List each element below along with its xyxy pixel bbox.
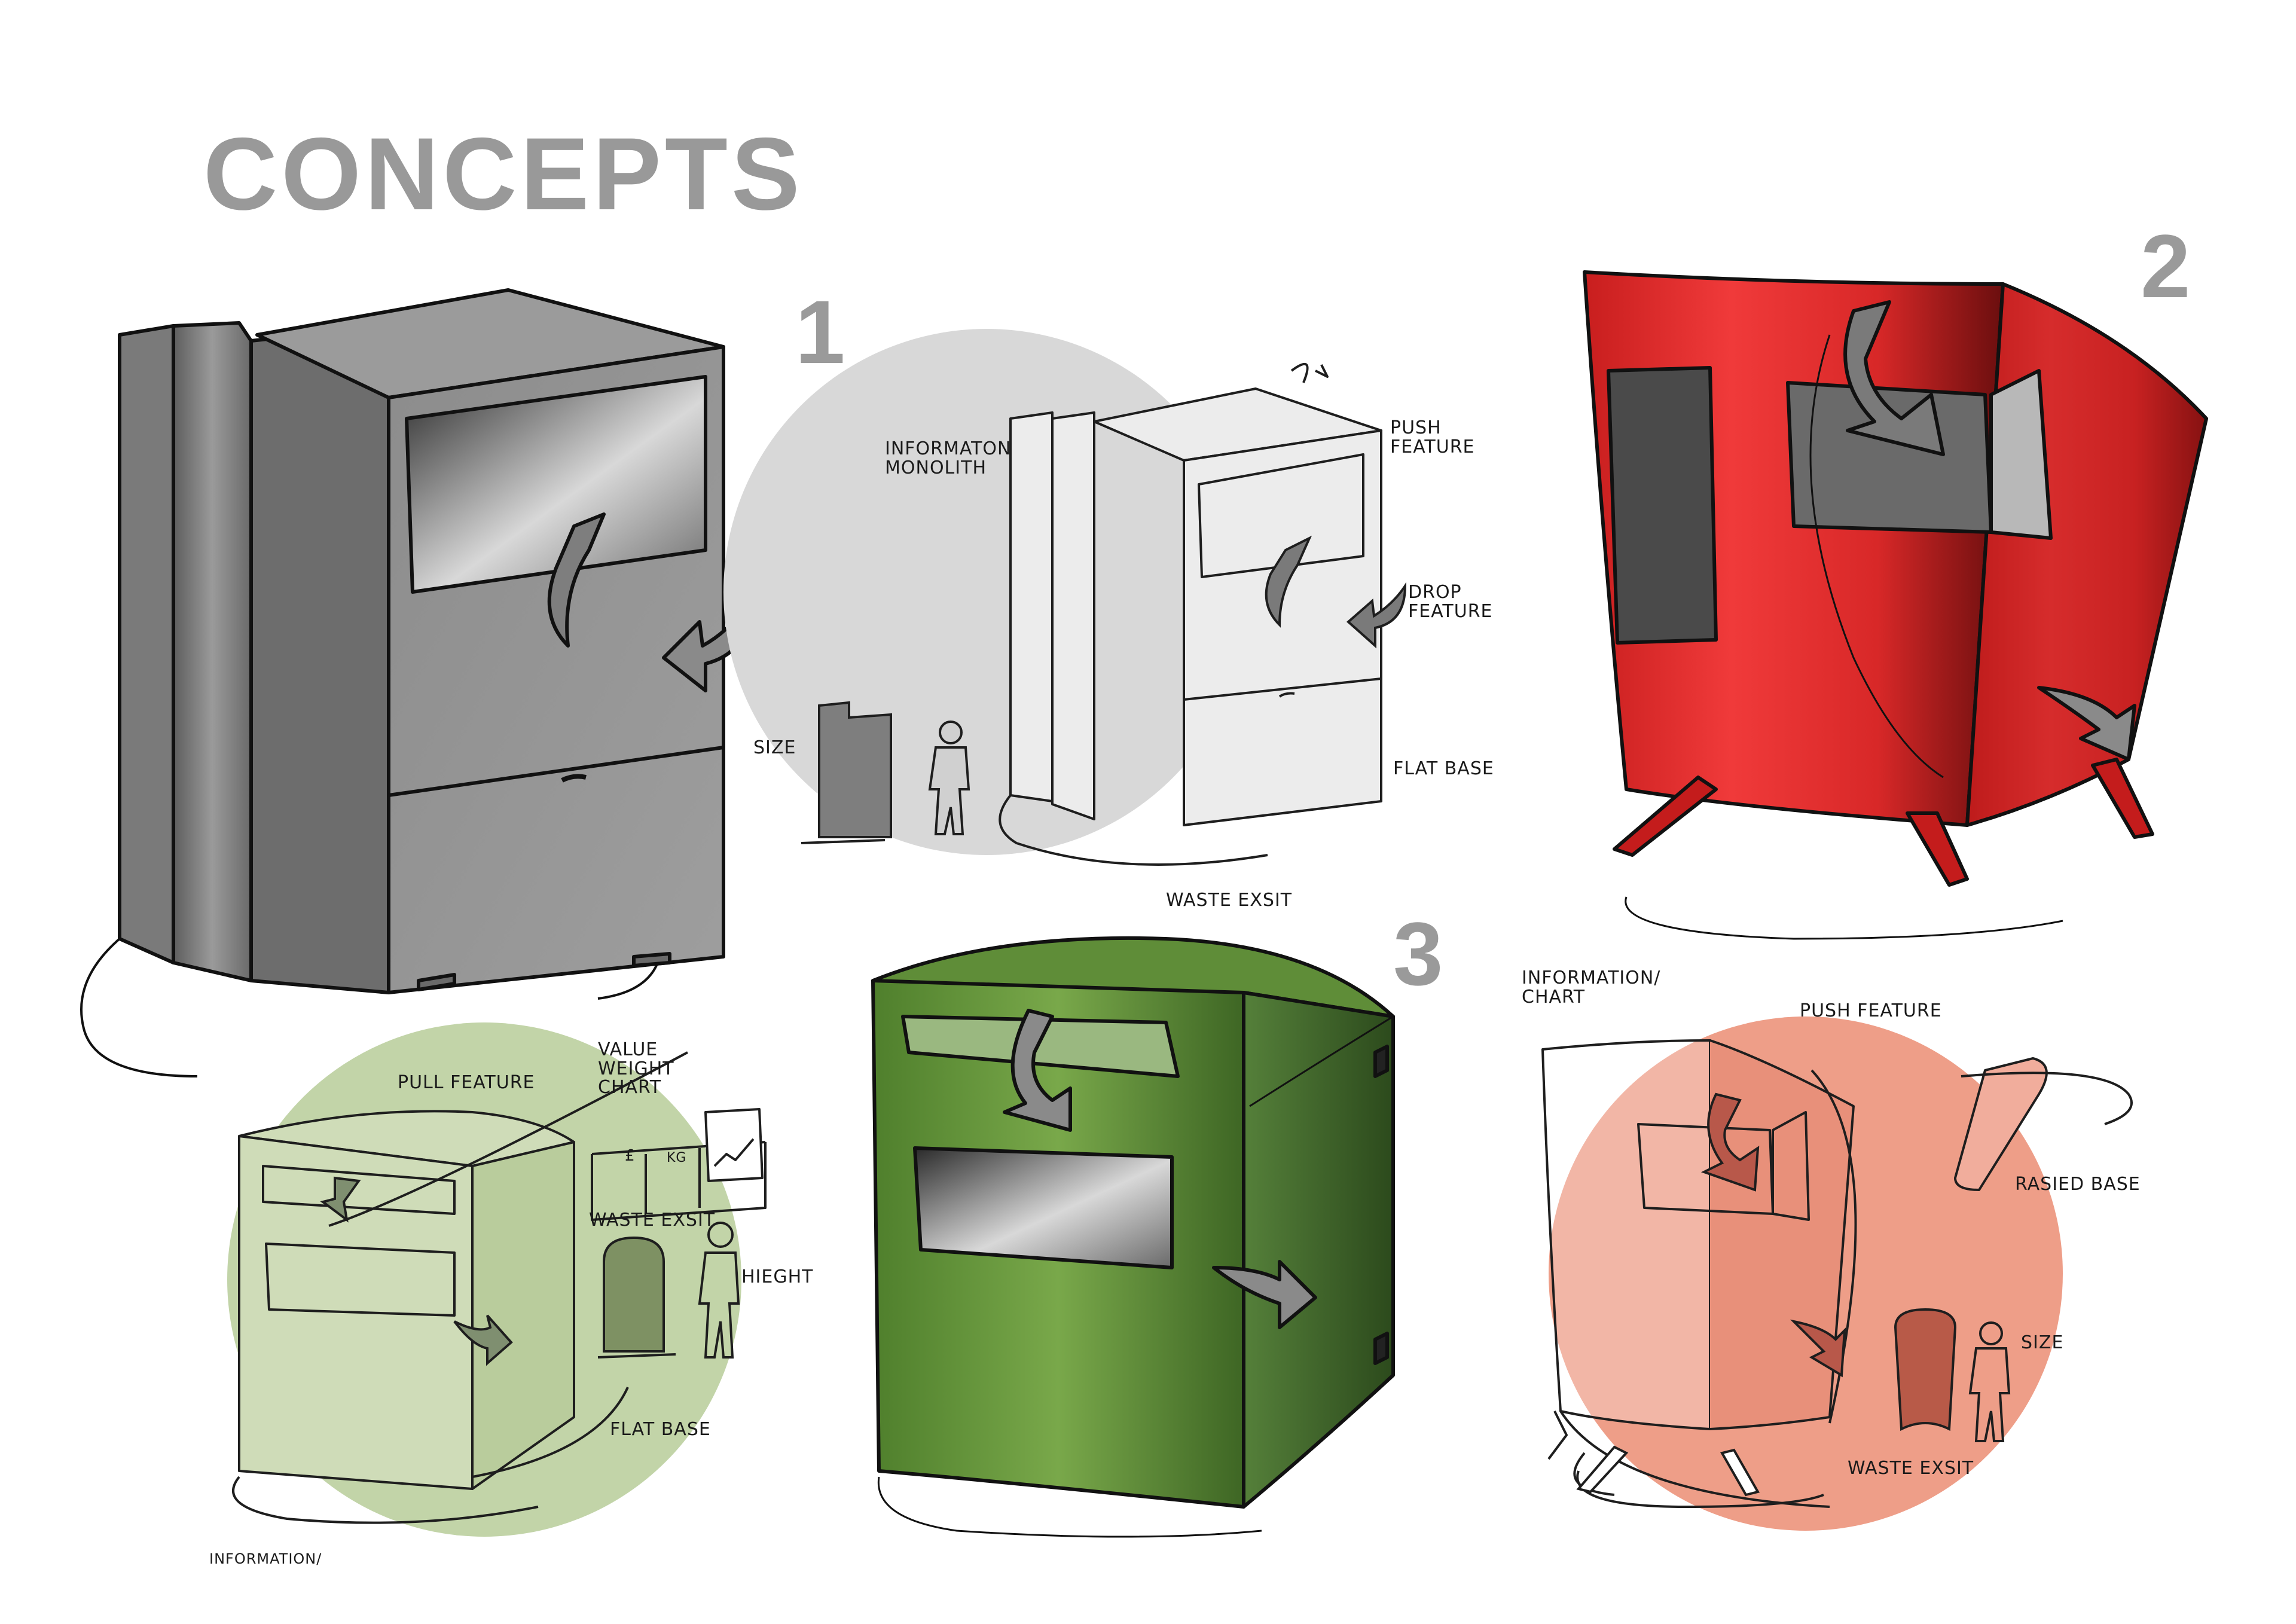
page-title: CONCEPTS xyxy=(203,117,804,231)
label-push-feature: PUSH FEATURE xyxy=(1390,417,1475,457)
label-waste-exit-red: WASTE EXSIT xyxy=(1848,1458,1974,1479)
label-waste-exit-green: WASTE EXSIT xyxy=(589,1210,716,1231)
label-information-monolith: INFORMATON MONOLITH xyxy=(885,438,1012,478)
label-information-bottom: INFORMATION/ xyxy=(209,1550,322,1567)
label-information-chart: INFORMATION/ CHART xyxy=(1522,967,1661,1008)
concept-number-3: 3 xyxy=(1393,903,1443,1004)
concept-number-1: 1 xyxy=(795,282,845,382)
concept-3-annotation-circle xyxy=(227,1022,767,1537)
concept-1-annotation-circle xyxy=(723,329,1407,866)
label-waste-exit: WASTE EXSIT xyxy=(1166,890,1293,911)
label-drop-feature: DROP FEATURE xyxy=(1408,582,1493,622)
concept-number-2: 2 xyxy=(2141,216,2191,316)
chart-currency-symbol: £ xyxy=(625,1147,636,1165)
concept-3-sketch xyxy=(871,936,1395,1538)
label-flat-base: FLAT BASE xyxy=(1393,758,1494,779)
label-push-feature-red: PUSH FEATURE xyxy=(1800,1000,1942,1021)
label-value-weight-chart: VALUE WEIGHT CHART xyxy=(598,1039,674,1098)
label-raised-base: RASIED BASE xyxy=(2015,1174,2141,1195)
label-size-red: SIZE xyxy=(2021,1332,2064,1353)
label-flat-base-green: FLAT BASE xyxy=(610,1419,711,1440)
concept-1-sketch xyxy=(80,288,755,1077)
label-size: SIZE xyxy=(753,737,796,758)
concept-2-sketch xyxy=(1583,270,2208,940)
label-height: HIEGHT xyxy=(741,1266,814,1287)
concept-2-annotation-circle xyxy=(1541,1016,2133,1531)
label-pull-feature: PULL FEATURE xyxy=(398,1072,535,1093)
chart-unit-label: KG xyxy=(667,1150,687,1165)
